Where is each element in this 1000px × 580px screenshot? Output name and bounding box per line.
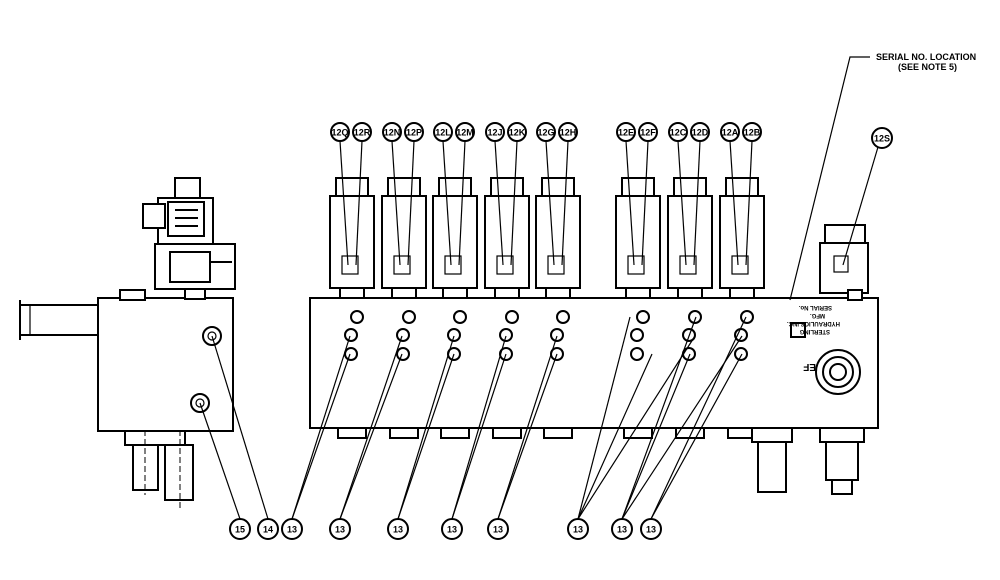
callout-balloon: 12C xyxy=(668,122,688,142)
callout-label: 12F xyxy=(640,128,656,138)
callout-label: 12Q xyxy=(331,128,348,138)
callout-balloon-bottom: 13 xyxy=(487,518,509,540)
callout-balloon: 12L xyxy=(433,122,453,142)
bottom-nub xyxy=(623,427,653,439)
callout-balloon: 12E xyxy=(616,122,636,142)
callout-balloon-bottom: 15 xyxy=(229,518,251,540)
callout-label: 13 xyxy=(493,525,503,535)
callout-label: 12J xyxy=(487,128,502,138)
callout-label: 12H xyxy=(560,128,577,138)
callout-balloon: 12K xyxy=(507,122,527,142)
left-valve-body xyxy=(19,177,236,510)
callout-label: 15 xyxy=(235,525,245,535)
callout-balloon: 12R xyxy=(352,122,372,142)
callout-label: 14 xyxy=(263,525,273,535)
callout-label: 13 xyxy=(573,525,583,535)
solenoid-valve xyxy=(667,177,713,361)
callout-balloon-bottom: 14 xyxy=(257,518,279,540)
callout-balloon: 12P xyxy=(404,122,424,142)
callout-balloon: 12B xyxy=(742,122,762,142)
callout-label: 13 xyxy=(393,525,403,535)
solenoid-valve xyxy=(329,177,375,361)
callout-label: 13 xyxy=(617,525,627,535)
callout-label: 12E xyxy=(618,128,634,138)
maker-stamp: STERLING HYDRAULICS INC. MFG. SERIAL No. xyxy=(787,304,840,338)
callout-balloon: 12A xyxy=(720,122,740,142)
callout-label: 13 xyxy=(447,525,457,535)
stamp-line-4: SERIAL No. xyxy=(798,304,832,310)
callout-balloon-bottom: 13 xyxy=(611,518,633,540)
callout-label: 12B xyxy=(744,128,761,138)
stamp-line-1: STERLING xyxy=(799,328,830,334)
callout-balloon-bottom: 13 xyxy=(281,518,303,540)
callout-label: 12D xyxy=(692,128,709,138)
callout-balloon: 12Q xyxy=(330,122,350,142)
callout-label: 12C xyxy=(670,128,687,138)
callout-label: 12R xyxy=(354,128,371,138)
callout-balloon-bottom: 13 xyxy=(640,518,662,540)
bottom-nub xyxy=(492,427,522,439)
callout-balloon: 12F xyxy=(638,122,658,142)
callout-balloon-bottom: 13 xyxy=(567,518,589,540)
callout-label: 12N xyxy=(384,128,401,138)
callout-balloon: 12G xyxy=(536,122,556,142)
bottom-nub xyxy=(440,427,470,439)
callout-balloon: 12J xyxy=(485,122,505,142)
serial-note-line2: (SEE NOTE 5) xyxy=(898,62,957,72)
callout-balloon: 12N xyxy=(382,122,402,142)
callout-label: 12K xyxy=(509,128,526,138)
port-label: EF xyxy=(803,361,816,372)
callout-balloon-bottom: 13 xyxy=(329,518,351,540)
callout-label: 12A xyxy=(722,128,739,138)
callout-balloon: 12H xyxy=(558,122,578,142)
callout-label: 12S xyxy=(874,134,890,144)
stamp-line-3: MFG. xyxy=(810,312,825,318)
callout-label: 12P xyxy=(406,128,422,138)
bottom-nub xyxy=(543,427,573,439)
stamp-line-2: HYDRAULICS INC. xyxy=(787,320,840,326)
manifold-block: EF STERLING HYDRAULICS INC. MFG. SERIAL … xyxy=(309,177,879,495)
bottom-nub xyxy=(389,427,419,439)
callout-label: 13 xyxy=(646,525,656,535)
callout-balloon-bottom: 13 xyxy=(387,518,409,540)
callout-label: 13 xyxy=(335,525,345,535)
bottom-nub xyxy=(337,427,367,439)
callout-label: 12M xyxy=(456,128,474,138)
callout-balloon: 12D xyxy=(690,122,710,142)
callout-balloon-bottom: 13 xyxy=(441,518,463,540)
callout-balloon: 12M xyxy=(455,122,475,142)
callout-label: 13 xyxy=(287,525,297,535)
callout-label: 12L xyxy=(435,128,451,138)
callout-label: 12G xyxy=(537,128,554,138)
bottom-nub xyxy=(675,427,705,439)
serial-note: SERIAL NO. LOCATION (SEE NOTE 5) xyxy=(789,52,976,301)
callout-balloon-12s: 12S xyxy=(871,127,893,149)
serial-note-line1: SERIAL NO. LOCATION xyxy=(876,52,976,62)
